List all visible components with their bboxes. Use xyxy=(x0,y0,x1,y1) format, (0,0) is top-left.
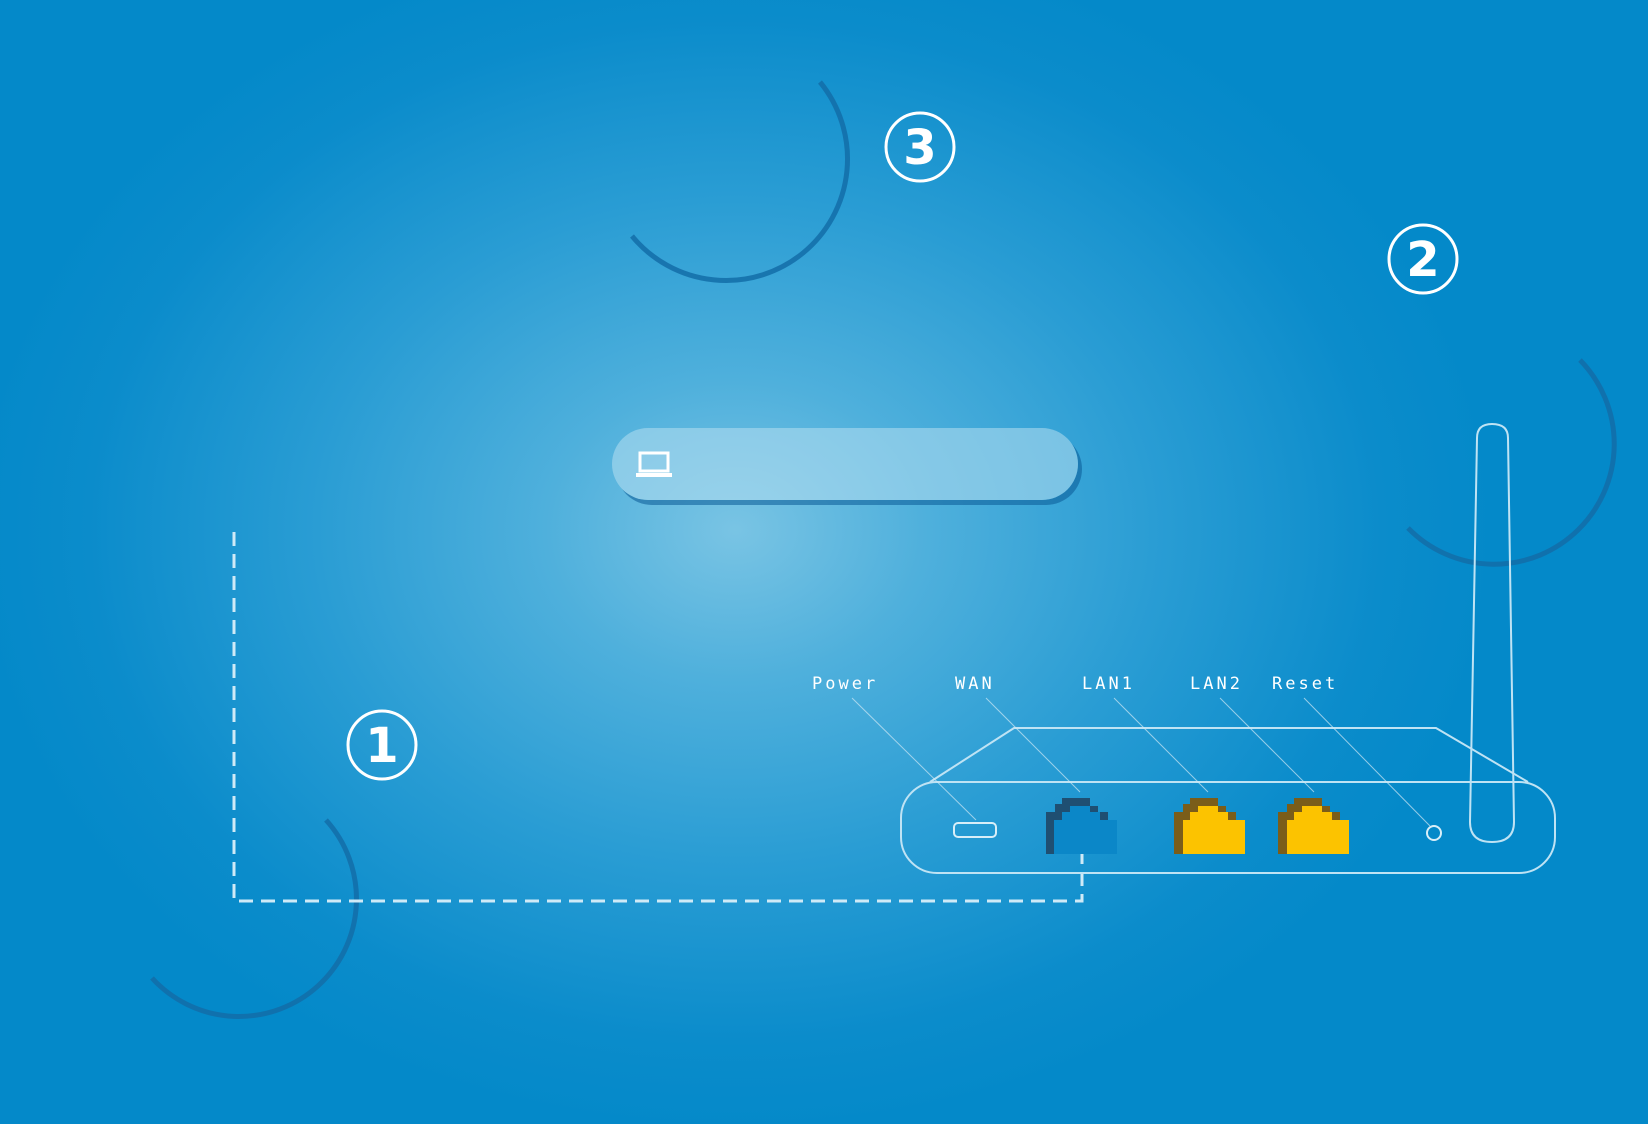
browser-address-bar[interactable] xyxy=(612,428,1078,500)
ethernet-cable-dashed xyxy=(232,532,1084,903)
port-leader-lines xyxy=(851,697,1431,827)
lan2-port xyxy=(1278,798,1349,854)
lan1-label: LAN1 xyxy=(1082,674,1135,694)
step-1-badge: 1 xyxy=(346,709,418,781)
decorative-arc-top xyxy=(630,80,851,284)
step-2-number: 2 xyxy=(1406,232,1439,288)
router-body xyxy=(900,727,1556,874)
lan2-label: LAN2 xyxy=(1190,674,1243,694)
decorative-arc-right xyxy=(1406,358,1617,567)
step-2-badge: 2 xyxy=(1387,223,1459,295)
decorative-arc-left xyxy=(150,818,359,1020)
power-port xyxy=(953,822,997,838)
step-3-badge: 3 xyxy=(884,111,956,183)
power-label: Power xyxy=(812,674,878,694)
step-3-number: 3 xyxy=(903,120,936,176)
step-1-number: 1 xyxy=(365,718,398,774)
address-input[interactable] xyxy=(690,450,1054,478)
reset-label: Reset xyxy=(1272,674,1338,694)
laptop-icon xyxy=(636,451,672,477)
wan-label: WAN xyxy=(955,674,995,694)
router-antenna xyxy=(1468,422,1516,844)
wan-port xyxy=(1046,798,1117,854)
reset-button xyxy=(1426,825,1442,841)
lan1-port xyxy=(1174,798,1245,854)
